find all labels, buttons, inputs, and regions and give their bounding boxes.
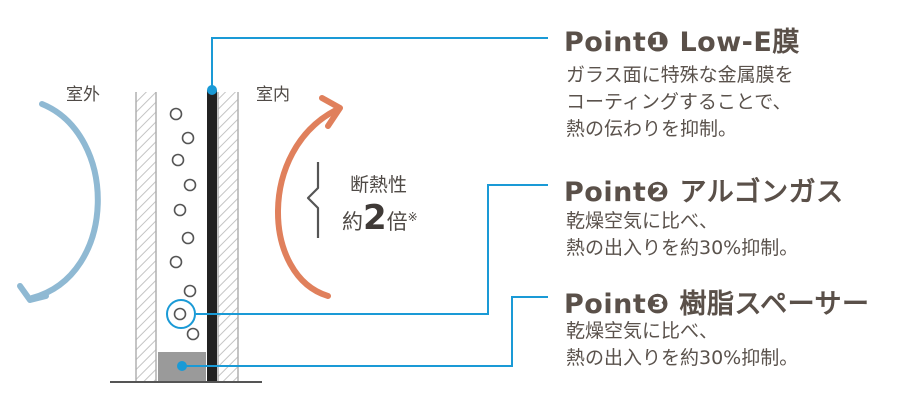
point-3-line: 乾燥空気に比べ、 — [566, 320, 719, 342]
outer-glass-pane — [135, 92, 157, 382]
insulation-multiplier: 約2倍※ — [342, 198, 418, 238]
point-2-line: 乾燥空気に比べ、 — [566, 210, 719, 232]
multiplier-note-mark: ※ — [407, 210, 418, 224]
point-1-line: ガラス面に特殊な金属膜を — [566, 64, 794, 86]
indoor-heat-arrow-icon — [275, 95, 343, 299]
point-3-description: 乾燥空気に比べ、 熱の出入りを約30%抑制。 — [566, 318, 798, 372]
leader-lines — [182, 37, 548, 367]
point-1-description: ガラス面に特殊な金属膜を コーティングすることで、 熱の伝わりを抑制。 — [566, 62, 794, 143]
multiplier-prefix: 約 — [342, 210, 363, 234]
point-2-description: 乾燥空気に比べ、 熱の出入りを約30%抑制。 — [566, 208, 798, 262]
point-2-title: Point❷ アルゴンガス — [564, 177, 844, 208]
leader-dot-spacer — [177, 361, 187, 371]
label-indoor: 室内 — [256, 85, 290, 105]
brace-icon — [306, 162, 320, 238]
multiplier-value: 2 — [363, 198, 387, 238]
leader-dot-low-e — [207, 85, 217, 95]
point-3-line: 熱の出入りを約30%抑制。 — [566, 347, 799, 369]
multiplier-suffix: 倍 — [386, 210, 408, 234]
point-1-title: Point❶ Low-E膜 — [564, 27, 800, 58]
point-3-title: Point❸ 樹脂スペーサー — [564, 289, 870, 320]
inner-glass-pane — [217, 92, 239, 382]
label-outdoor: 室外 — [66, 85, 100, 105]
point-1-line: コーティングすることで、 — [566, 91, 792, 113]
outdoor-heat-arrow-icon — [17, 101, 101, 303]
low-e-film — [207, 90, 217, 382]
point-1-line: 熱の伝わりを抑制。 — [566, 118, 738, 140]
point-2-line: 熱の出入りを約30%抑制。 — [566, 237, 799, 259]
leader-highlight-argon — [166, 299, 196, 329]
argon-gas-bubbles — [169, 107, 200, 341]
insulation-label: 断熱性 — [350, 174, 408, 196]
